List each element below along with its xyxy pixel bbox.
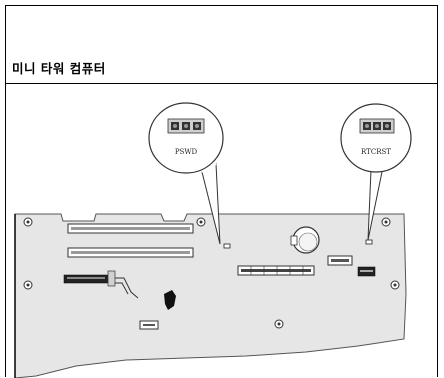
page-title: 미니 타워 컴퓨터 [12,61,106,76]
pswd-callout: PSWD [148,102,224,245]
pci-slot [67,247,194,258]
figure-cell: PSWD RTCRST [6,84,437,378]
rtcrst-callout: RTCRST [340,103,412,241]
rtcrst-jumper-location [365,239,373,245]
jumper-icon [167,118,205,134]
rtcrst-label: RTCRST [361,148,391,156]
pswd-jumper-location [223,243,231,249]
fan-connector [164,290,176,310]
header-connector [327,255,353,266]
document-table: 미니 타워 컴퓨터 [5,5,438,378]
pci-slot [67,223,194,234]
board-outline [14,213,407,378]
battery-icon [290,226,320,254]
jumper-icon [359,118,395,134]
header-connector-black [357,266,376,277]
small-header [139,320,159,330]
motherboard-diagram: PSWD RTCRST [14,102,412,378]
pswd-label: PSWD [175,148,198,156]
main-connector [237,265,315,276]
header-cell: 미니 타워 컴퓨터 [6,6,437,84]
expansion-connector [63,270,139,299]
